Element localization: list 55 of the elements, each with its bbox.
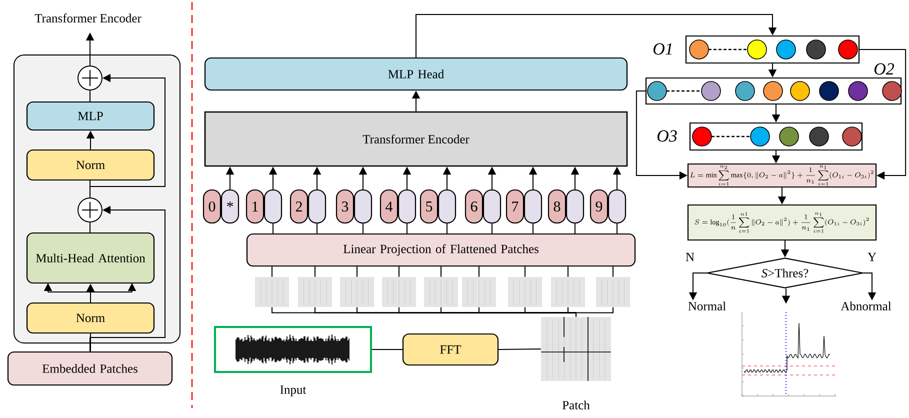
patch-picture: [255, 277, 289, 307]
sum-circle: [78, 66, 102, 90]
attention-box: Multi-Head Attention: [26, 232, 155, 284]
sequence-label: O1: [653, 43, 672, 55]
token-pill: 2: [290, 189, 308, 224]
token-pill: [438, 189, 456, 224]
sum-circle: [78, 198, 102, 222]
mlp-box: MLP: [26, 101, 155, 131]
token-pill: 6: [464, 189, 484, 224]
patch-picture: [596, 277, 630, 307]
patch-picture: [424, 277, 458, 307]
token-pill: [482, 189, 502, 224]
patch-picture: [508, 277, 542, 307]
line-chart-drawing: [742, 312, 836, 396]
token-pill: 4: [380, 189, 398, 224]
token-pill: 1: [246, 189, 264, 224]
token-pill: 8: [548, 189, 566, 224]
score-formula-box: $S=\log_{10}(\frac{1}{n}\sum_{i=1}^{n1}\|O_2-a\|^2)+\frac{1}{n_1}\sum_{i=1}^{n_1}(O_{1i}-O_{3i})^2$: [687, 204, 877, 241]
token-pill: [264, 189, 282, 224]
norm-box: Norm: [26, 302, 155, 334]
patch-picture: [462, 277, 496, 307]
patch-picture: [382, 277, 416, 307]
fft-box: FFT: [402, 333, 499, 366]
token-pill: [354, 189, 372, 224]
patch-picture: [340, 277, 374, 307]
embedding-box: Embedded Patches: [7, 351, 173, 386]
head-box: MLP Head: [204, 57, 628, 91]
token-pill: [308, 189, 326, 224]
token-pill: [608, 189, 626, 224]
arrow: [859, 49, 906, 180]
token-pill: [524, 189, 542, 224]
token-pill: *: [220, 189, 240, 224]
panel-title: Transformer Encoder: [34, 14, 142, 22]
token-pill: [566, 189, 584, 224]
outcome-label: Abnormal: [840, 302, 892, 310]
token-pill: 5: [420, 189, 438, 224]
patch-picture: [551, 277, 585, 307]
arrow: [416, 14, 777, 58]
token-pill: 3: [336, 189, 354, 224]
sequence-label: O2: [874, 63, 894, 75]
token-pill: 7: [506, 189, 524, 224]
projection-box: Linear Projection of Flattened Patches: [246, 233, 636, 267]
edge-label: N: [684, 252, 696, 262]
token-pill: [398, 189, 416, 224]
node-label: Patch: [562, 400, 590, 410]
norm-box: Norm: [26, 149, 155, 181]
token-pill: 0: [202, 189, 222, 224]
token-pill: 9: [590, 189, 608, 224]
patch-picture: [298, 277, 332, 307]
loss-formula-box: $L=\min\sum_{i=1}^{n_2}\max\{0,\|O_2-a\|^2\}+\frac{1}{n_1}\sum_{i=1}^{n_1}(O_{1i}-O_{3i})^2$: [687, 163, 877, 188]
outcome-label: Normal: [688, 302, 726, 310]
edge-label: Y: [866, 252, 878, 262]
sequence-label: O3: [657, 130, 677, 142]
node-label: Input: [280, 386, 306, 396]
encoder-box: Transformer Encoder: [204, 111, 628, 167]
